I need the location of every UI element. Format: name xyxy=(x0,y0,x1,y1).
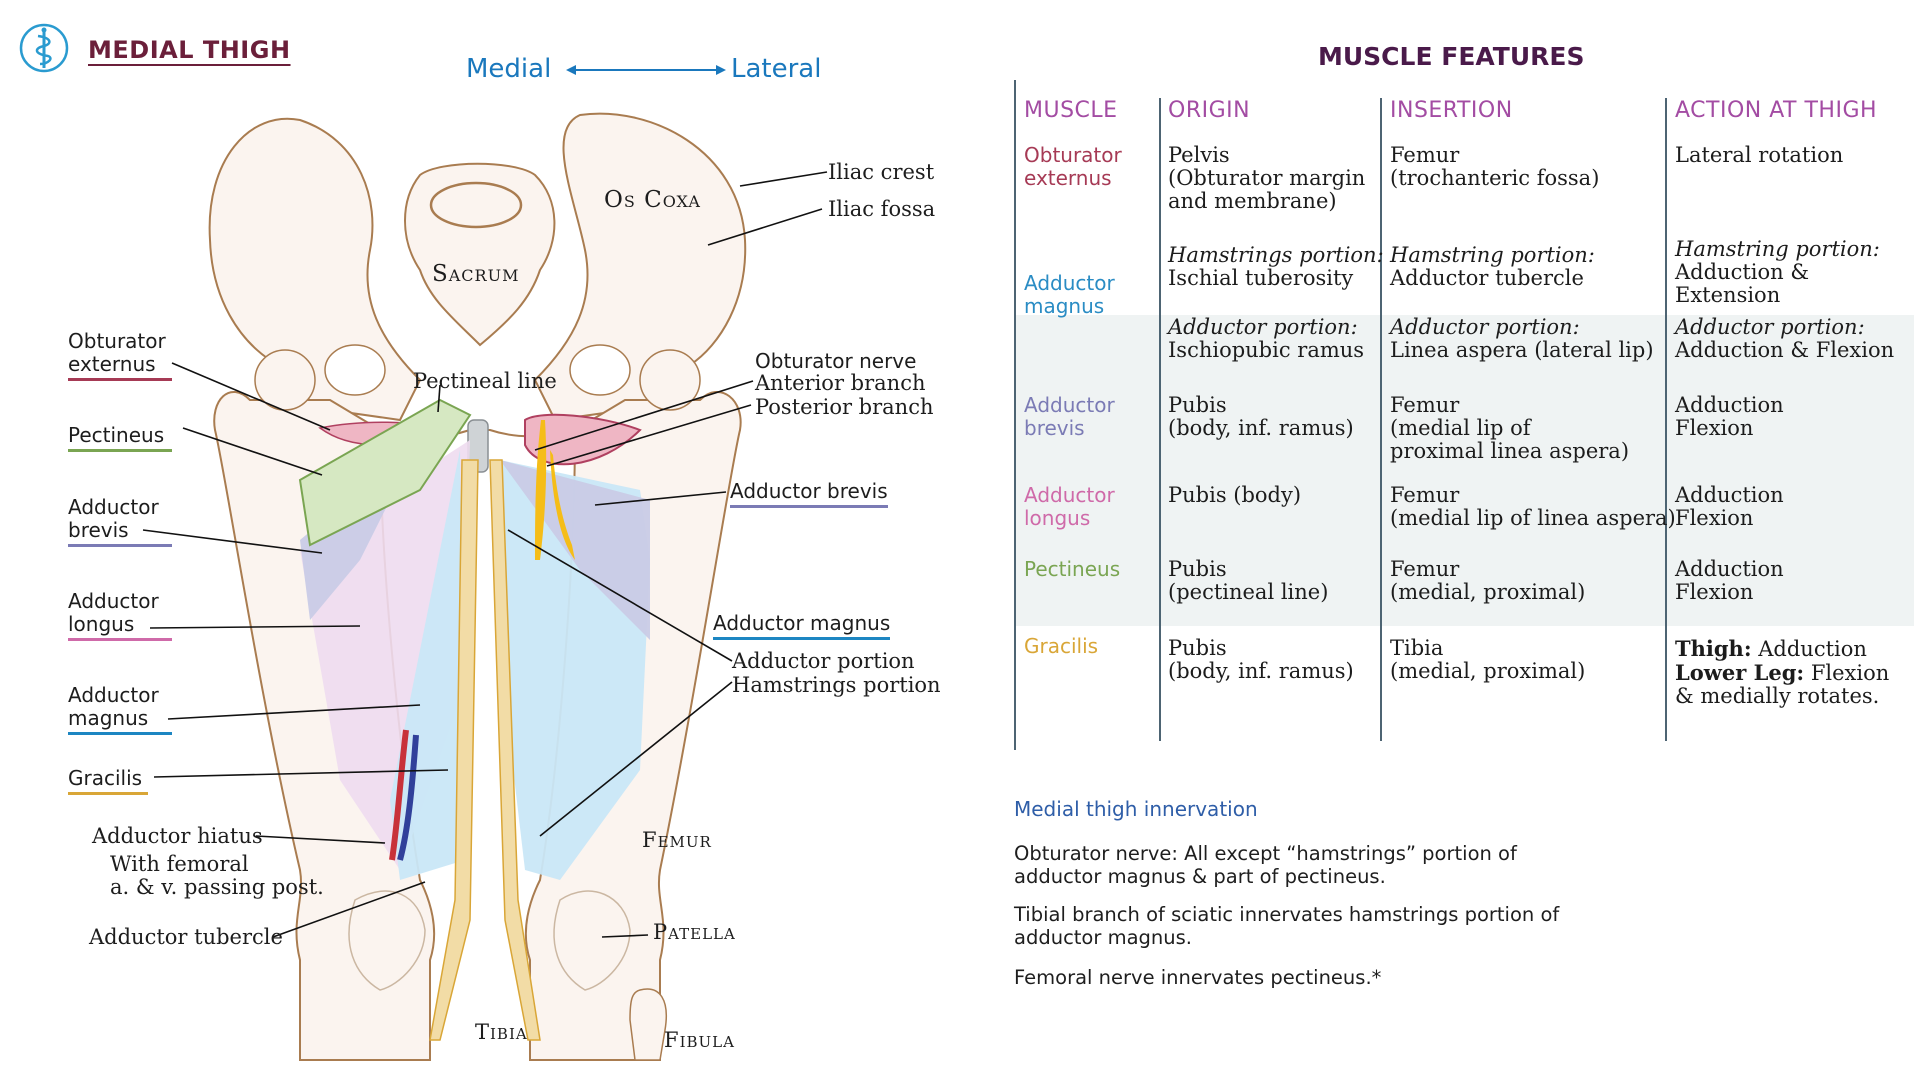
iliac-crest-label: Iliac crest xyxy=(828,160,935,184)
hiatus-note-line1: With femoral xyxy=(110,852,249,876)
row-gracilis-origin: Pubis(body, inf. ramus) xyxy=(1168,636,1354,683)
obturator-nerve-branches xyxy=(535,420,575,560)
innervation-item: Femoral nerve innervates pectineus.* xyxy=(1014,966,1382,989)
obturator-nerve-label: Obturator nerve xyxy=(755,349,917,373)
muscle-label-adductor-longus: Adductor longus xyxy=(68,590,172,641)
innervation-item: Tibial branch of sciatic innervates hams… xyxy=(1014,903,1560,949)
direction-lateral-label: Lateral xyxy=(731,54,822,84)
iliac-fossa-label: Iliac fossa xyxy=(828,197,936,221)
fibula-right xyxy=(629,988,667,1061)
row-adductor-brevis-origin: Pubis(body, inf. ramus) xyxy=(1168,393,1354,440)
column-divider xyxy=(1014,80,1016,750)
adductor-tubercle-label: Adductor tubercle xyxy=(89,925,283,949)
table-title: MUSCLE FEATURES xyxy=(1318,42,1585,71)
femoral-artery xyxy=(389,729,409,861)
posterior-branch-label: Posterior branch xyxy=(755,395,934,419)
row-adductor-magnus-insertion-adductor: Adductor portion:Linea aspera (lateral l… xyxy=(1390,315,1654,362)
page-title: MEDIAL THIGH xyxy=(88,36,291,64)
table-shaded-band xyxy=(1014,315,1914,626)
muscle-label-obturator-externus: Obturator externus xyxy=(68,330,172,381)
os-coxa-label: Os Coxa xyxy=(604,187,701,213)
header-muscle: MUSCLE xyxy=(1024,98,1118,123)
sacrum-label: Sacrum xyxy=(432,261,520,287)
femur-label: Femur xyxy=(642,828,712,852)
row-pectineus-origin: Pubis(pectineal line) xyxy=(1168,557,1329,604)
row-adductor-magnus-insertion-hamstrings: Hamstring portion:Adductor tubercle xyxy=(1390,243,1595,290)
row-adductor-magnus-origin-hamstrings: Hamstrings portion:Ischial tuberosity xyxy=(1168,243,1384,290)
gracilis-right xyxy=(489,459,541,1041)
direction-medial-label: Medial xyxy=(466,54,552,84)
muscle-features-table: MUSCLE ORIGIN INSERTION ACTION AT THIGH … xyxy=(1014,80,1914,750)
row-adductor-magnus-action-adductor: Adductor portion:Adduction & Flexion xyxy=(1675,315,1895,362)
row-pectineus-muscle: Pectineus xyxy=(1024,557,1121,581)
row-gracilis-insertion: Tibia(medial, proximal) xyxy=(1390,636,1586,683)
sacrum-promontory xyxy=(429,181,523,229)
row-adductor-magnus-origin-adductor: Adductor portion:Ischiopubic ramus xyxy=(1168,315,1365,362)
header-insertion: INSERTION xyxy=(1390,98,1513,123)
header-action: ACTION AT THIGH xyxy=(1675,98,1878,123)
tibia-label: Tibia xyxy=(475,1020,528,1044)
patella-label: Patella xyxy=(653,920,736,944)
muscle-label-gracilis: Gracilis xyxy=(68,767,148,795)
pectineal-line-label: Pectineal line xyxy=(413,369,557,393)
patella-right xyxy=(553,890,631,991)
caduceus-icon xyxy=(19,23,69,73)
column-divider xyxy=(1665,98,1667,741)
patella-left xyxy=(348,890,426,991)
column-divider xyxy=(1380,98,1382,741)
row-gracilis-muscle: Gracilis xyxy=(1024,634,1099,658)
adductor-hiatus-label: Adductor hiatus xyxy=(92,824,263,848)
header-origin: ORIGIN xyxy=(1168,98,1251,123)
row-obturator-externus-insertion: Femur(trochanteric fossa) xyxy=(1390,143,1600,190)
hiatus-note-line2: a. & v. passing post. xyxy=(110,875,324,899)
femoral-vein xyxy=(397,734,419,861)
column-divider xyxy=(1159,98,1161,741)
adductor-portion-label: Adductor portion xyxy=(732,649,915,673)
double-arrow-icon xyxy=(566,65,726,75)
anterior-branch-label: Anterior branch xyxy=(755,371,926,395)
innervation-title: Medial thigh innervation xyxy=(1014,797,1258,821)
row-adductor-magnus-action-hamstrings: Hamstring portion:Adduction & Extension xyxy=(1675,237,1880,307)
row-adductor-longus-insertion: Femur(medial lip of linea aspera) xyxy=(1390,483,1676,530)
row-obturator-externus-action: Lateral rotation xyxy=(1675,143,1844,167)
muscle-label-adductor-magnus: Adductor magnus xyxy=(68,684,172,735)
medial-thigh-diagram xyxy=(142,112,828,1061)
row-pectineus-insertion: Femur(medial, proximal) xyxy=(1390,557,1586,604)
muscle-label-pectineus: Pectineus xyxy=(68,424,172,452)
row-gracilis-action: Thigh: Adduction Lower Leg: Flexion & me… xyxy=(1675,636,1890,708)
adductor-magnus-left xyxy=(390,450,465,880)
gracilis-left xyxy=(429,459,479,1041)
pectineus-muscle xyxy=(298,398,472,547)
row-adductor-longus-origin: Pubis (body) xyxy=(1168,483,1302,507)
muscle-label-adductor-brevis: Adductor brevis xyxy=(68,496,172,547)
muscle-label-adductor-magnus-right: Adductor magnus xyxy=(713,612,891,640)
muscle-label-adductor-brevis-right: Adductor brevis xyxy=(730,480,888,508)
fibula-label: Fibula xyxy=(664,1028,735,1052)
hamstrings-portion-label: Hamstrings portion xyxy=(732,673,941,697)
innervation-item: Obturator nerve: All except “hamstrings”… xyxy=(1014,842,1517,888)
